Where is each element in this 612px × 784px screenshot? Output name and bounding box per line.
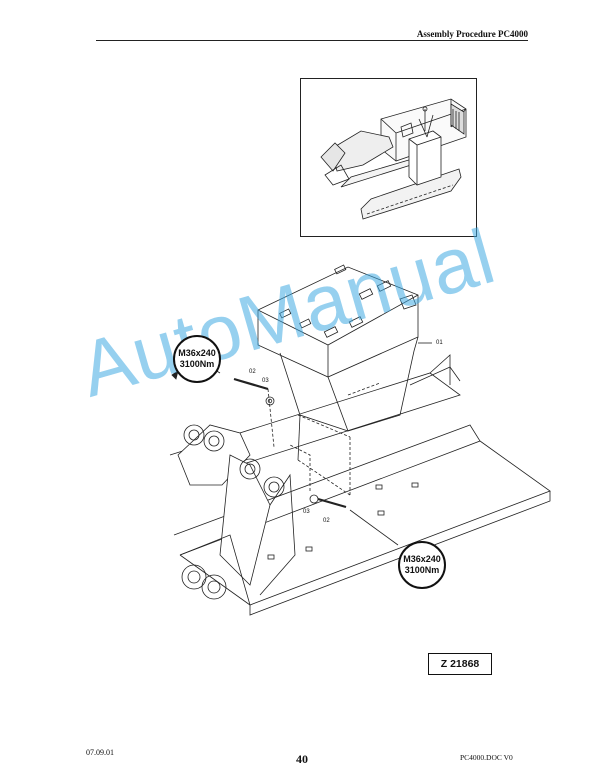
callout-03-upper: 03 (262, 378, 269, 384)
excavator-overview-illustration (300, 78, 477, 237)
bolt-size: M36x240 (403, 554, 441, 564)
footer-date: 07.09.01 (86, 748, 114, 757)
callout-02-upper: 02 (249, 369, 256, 375)
fuel-tank-assembly-drawing (150, 255, 570, 625)
torque-value: 3100Nm (179, 359, 215, 369)
bolt-size: M36x240 (178, 348, 216, 358)
callout-01: 01 (436, 340, 443, 346)
torque-spec-circle-left: M36x240 3100Nm (173, 335, 221, 383)
document-id: PC4000.DOC V0 (460, 753, 513, 762)
torque-value: 3100Nm (404, 565, 440, 575)
excavator-sketch (320, 98, 467, 220)
callout-02-lower: 02 (323, 518, 330, 524)
page-number: 40 (296, 752, 308, 766)
torque-spec-circle-right: M36x240 3100Nm (398, 541, 446, 589)
header-title: Assembly Procedure PC4000 (416, 29, 528, 39)
assembly-line-art (169, 264, 551, 616)
header-rule (96, 40, 528, 41)
callout-03-lower: 03 (303, 509, 310, 515)
drawing-reference-number: Z 21868 (428, 653, 492, 675)
